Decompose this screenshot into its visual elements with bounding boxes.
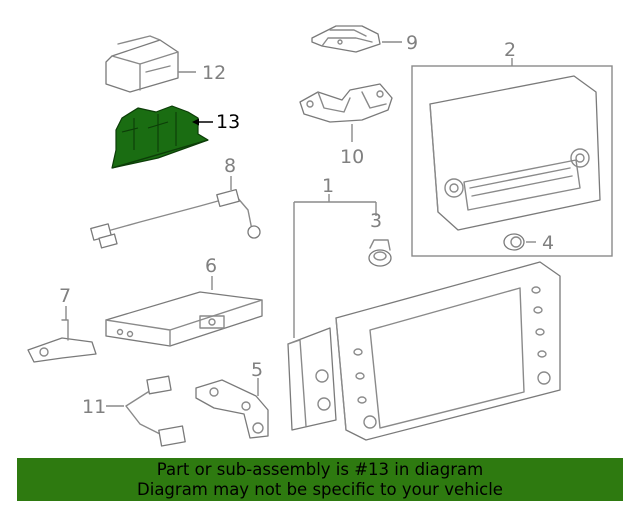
callout-10[interactable]: 10 <box>340 146 364 168</box>
callout-5[interactable]: 5 <box>251 359 263 381</box>
banner-line-2: Diagram may not be specific to your vehi… <box>137 480 503 499</box>
callout-2[interactable]: 2 <box>504 39 516 61</box>
callout-1[interactable]: 1 <box>322 175 334 197</box>
callout-11[interactable]: 11 <box>82 396 106 418</box>
part-1-display[interactable] <box>287 261 561 441</box>
callout-8[interactable]: 8 <box>224 155 236 177</box>
part-10-bracket[interactable] <box>299 83 393 123</box>
part-7-bracket[interactable] <box>27 319 97 363</box>
part-6-module[interactable] <box>105 291 263 347</box>
callout-4[interactable]: 4 <box>542 232 554 254</box>
part-8-wire-harness[interactable] <box>90 188 261 249</box>
part-13-highlighted-module[interactable] <box>111 105 209 169</box>
part-1-leader <box>293 194 377 338</box>
callout-12[interactable]: 12 <box>202 62 226 84</box>
callout-7[interactable]: 7 <box>59 285 71 307</box>
callout-9[interactable]: 9 <box>406 32 418 54</box>
callout-3[interactable]: 3 <box>370 210 382 232</box>
info-banner: Part or sub-assembly is #13 in diagram D… <box>17 458 623 501</box>
part-3-knob[interactable] <box>368 239 392 267</box>
part-12-module[interactable] <box>105 35 179 93</box>
part-11-sensor-wire[interactable] <box>125 375 186 447</box>
arrowhead-13 <box>192 118 199 126</box>
callout-13[interactable]: 13 <box>216 111 240 133</box>
banner-line-1: Part or sub-assembly is #13 in diagram <box>156 460 484 479</box>
part-5-bracket[interactable] <box>195 379 269 439</box>
part-2-control-panel[interactable] <box>429 75 601 231</box>
part-4-knob[interactable] <box>503 233 525 251</box>
callout-6[interactable]: 6 <box>205 255 217 277</box>
part-9-bracket[interactable] <box>311 25 381 53</box>
